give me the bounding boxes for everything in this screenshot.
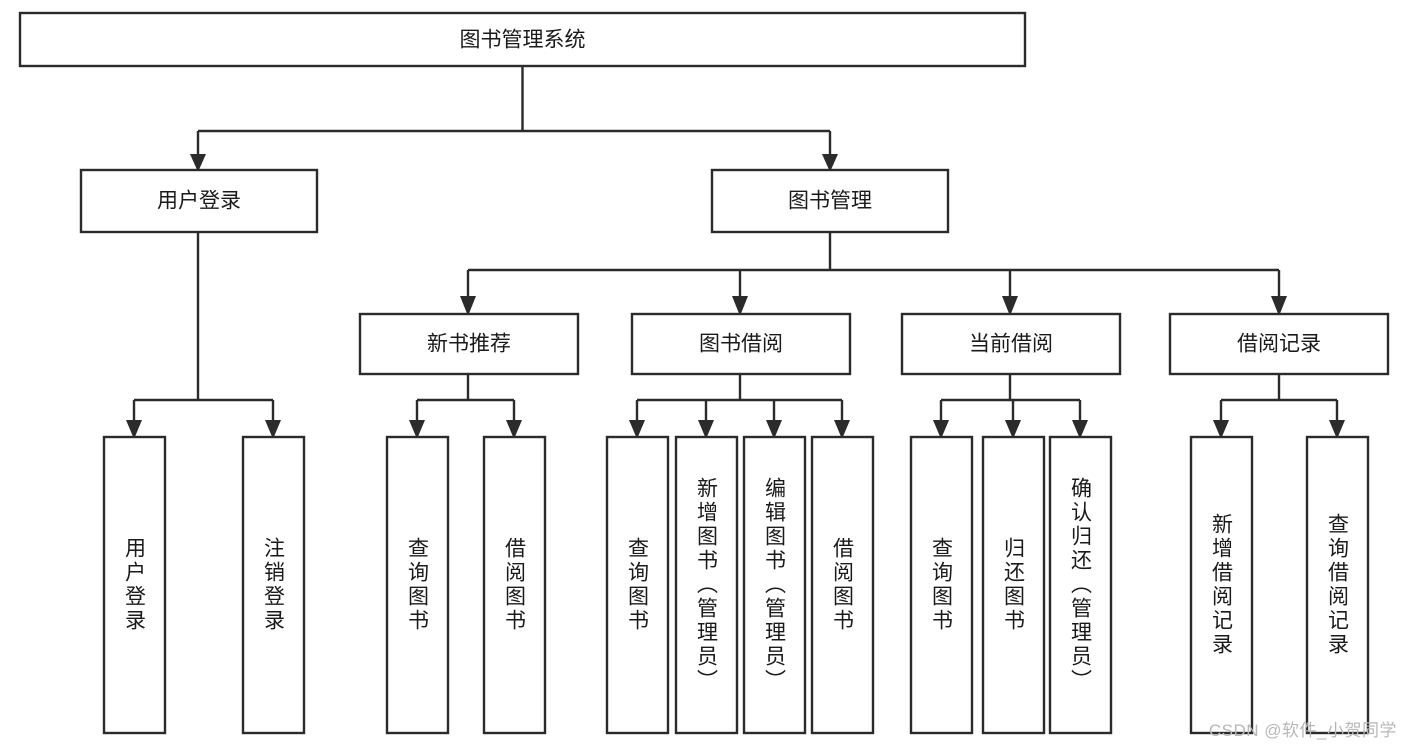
node-leaf-query-record-box[interactable] xyxy=(1305,435,1370,735)
arrow-head-leaf-borrow-book-2 xyxy=(834,420,850,439)
node-leaf-logout[interactable]: 注销登录 xyxy=(241,435,306,735)
node-leaf-return-book-box[interactable] xyxy=(981,435,1046,735)
node-user-login[interactable]: 用户登录 xyxy=(79,168,319,234)
node-book-borrow-box[interactable] xyxy=(630,312,852,376)
node-leaf-add-record[interactable]: 新增借阅记录 xyxy=(1189,435,1254,735)
node-new-book-recommend-box[interactable] xyxy=(358,312,580,376)
node-leaf-add-record-label: 新增借阅记录 xyxy=(1210,513,1234,657)
node-book-borrow-label: 图书借阅 xyxy=(699,333,783,356)
node-leaf-query-record-label: 查询借阅记录 xyxy=(1326,513,1350,657)
node-leaf-logout-box[interactable] xyxy=(241,435,306,735)
node-leaf-edit-book-label: 编辑图书（管理员） xyxy=(763,477,787,693)
arrow-head-user-login xyxy=(190,154,206,172)
node-leaf-return-book[interactable]: 归还图书 xyxy=(981,435,1046,735)
arrow-head-leaf-confirm-return xyxy=(1072,420,1088,439)
node-borrow-record-label: 借阅记录 xyxy=(1237,333,1321,356)
node-leaf-query-book-3-label: 查询图书 xyxy=(930,537,954,633)
node-leaf-query-book-2[interactable]: 查询图书 xyxy=(605,435,670,735)
node-leaf-logout-label: 注销登录 xyxy=(262,537,286,633)
node-leaf-borrow-book-1[interactable]: 借阅图书 xyxy=(482,435,547,735)
node-user-login-label: 用户登录 xyxy=(157,190,241,213)
connector-currentborrow-to-leaves xyxy=(939,374,1082,424)
node-leaf-add-record-box[interactable] xyxy=(1189,435,1254,735)
node-borrow-record[interactable]: 借阅记录 xyxy=(1168,312,1390,376)
node-leaf-borrow-book-2-label: 借阅图书 xyxy=(831,537,855,633)
node-leaf-user-login[interactable]: 用户登录 xyxy=(102,435,167,735)
connector-layer xyxy=(126,66,1345,439)
node-leaf-query-book-2-label: 查询图书 xyxy=(626,537,650,633)
connector-root-to-level2 xyxy=(196,66,832,156)
node-leaf-user-login-box[interactable] xyxy=(102,435,167,735)
node-leaf-query-book-2-box[interactable] xyxy=(605,435,670,735)
node-current-borrow[interactable]: 当前借阅 xyxy=(900,312,1122,376)
connector-borrowrecord-to-leaves xyxy=(1219,374,1339,424)
node-book-management-box[interactable] xyxy=(710,168,950,234)
node-user-login-box[interactable] xyxy=(79,168,319,234)
node-leaf-query-book-1[interactable]: 查询图书 xyxy=(385,435,450,735)
arrow-head-borrow-record xyxy=(1271,296,1287,316)
node-root-label: 图书管理系统 xyxy=(460,29,586,52)
node-leaf-add-book-box[interactable] xyxy=(674,435,739,735)
node-leaf-confirm-return-label: 确认归还（管理员） xyxy=(1069,477,1093,693)
node-leaf-query-book-1-box[interactable] xyxy=(385,435,450,735)
connector-newbook-to-leaves xyxy=(415,374,516,424)
connector-bookborrow-to-leaves xyxy=(635,374,844,424)
arrow-head-leaf-add-record xyxy=(1213,420,1229,439)
node-current-borrow-box[interactable] xyxy=(900,312,1122,376)
node-leaf-user-login-label: 用户登录 xyxy=(123,537,147,633)
arrow-head-leaf-query-book-2 xyxy=(629,420,645,439)
node-leaf-borrow-book-1-label: 借阅图书 xyxy=(503,537,527,633)
arrow-head-leaf-query-book-3 xyxy=(933,420,949,439)
arrow-head-new-book-recommend xyxy=(460,296,476,316)
node-leaf-return-book-label: 归还图书 xyxy=(1002,537,1026,633)
node-leaf-query-book-3[interactable]: 查询图书 xyxy=(909,435,974,735)
arrow-head-leaf-borrow-book-1 xyxy=(506,420,522,439)
node-leaf-confirm-return-box[interactable] xyxy=(1048,435,1113,735)
node-leaf-query-book-3-box[interactable] xyxy=(909,435,974,735)
node-book-borrow[interactable]: 图书借阅 xyxy=(630,312,852,376)
arrow-head-leaf-user-login xyxy=(126,420,142,439)
node-new-book-recommend[interactable]: 新书推荐 xyxy=(358,312,580,376)
node-leaf-borrow-book-1-box[interactable] xyxy=(482,435,547,735)
arrow-head-book-management xyxy=(822,154,838,172)
node-book-management[interactable]: 图书管理 xyxy=(710,168,950,234)
arrow-head-leaf-logout xyxy=(265,420,281,439)
node-new-book-recommend-label: 新书推荐 xyxy=(427,333,511,356)
node-leaf-edit-book[interactable]: 编辑图书（管理员） xyxy=(742,435,807,735)
node-leaf-edit-book-box[interactable] xyxy=(742,435,807,735)
arrow-head-book-borrow xyxy=(732,296,748,316)
arrow-head-leaf-query-book-1 xyxy=(409,420,425,439)
connector-bookmgmt-to-level3 xyxy=(466,232,1281,300)
node-leaf-confirm-return[interactable]: 确认归还（管理员） xyxy=(1048,435,1113,735)
node-leaf-add-book-label: 新增图书（管理员） xyxy=(695,477,719,693)
node-current-borrow-label: 当前借阅 xyxy=(969,333,1053,356)
arrow-head-current-borrow xyxy=(1002,296,1018,316)
arrow-head-leaf-edit-book xyxy=(766,420,782,439)
node-borrow-record-box[interactable] xyxy=(1168,312,1390,376)
node-book-management-label: 图书管理 xyxy=(788,190,872,213)
node-leaf-query-book-1-label: 查询图书 xyxy=(406,537,430,633)
arrow-head-leaf-add-book xyxy=(698,420,714,439)
arrow-head-leaf-query-record xyxy=(1329,420,1345,439)
node-root[interactable]: 图书管理系统 xyxy=(18,11,1027,68)
node-leaf-query-record[interactable]: 查询借阅记录 xyxy=(1305,435,1370,735)
node-leaf-add-book[interactable]: 新增图书（管理员） xyxy=(674,435,739,735)
node-leaf-borrow-book-2-box[interactable] xyxy=(810,435,875,735)
node-root-box[interactable] xyxy=(18,11,1027,68)
arrow-head-leaf-return-book xyxy=(1005,420,1021,439)
connector-userlogin-to-leaves xyxy=(132,232,275,424)
node-leaf-borrow-book-2[interactable]: 借阅图书 xyxy=(810,435,875,735)
